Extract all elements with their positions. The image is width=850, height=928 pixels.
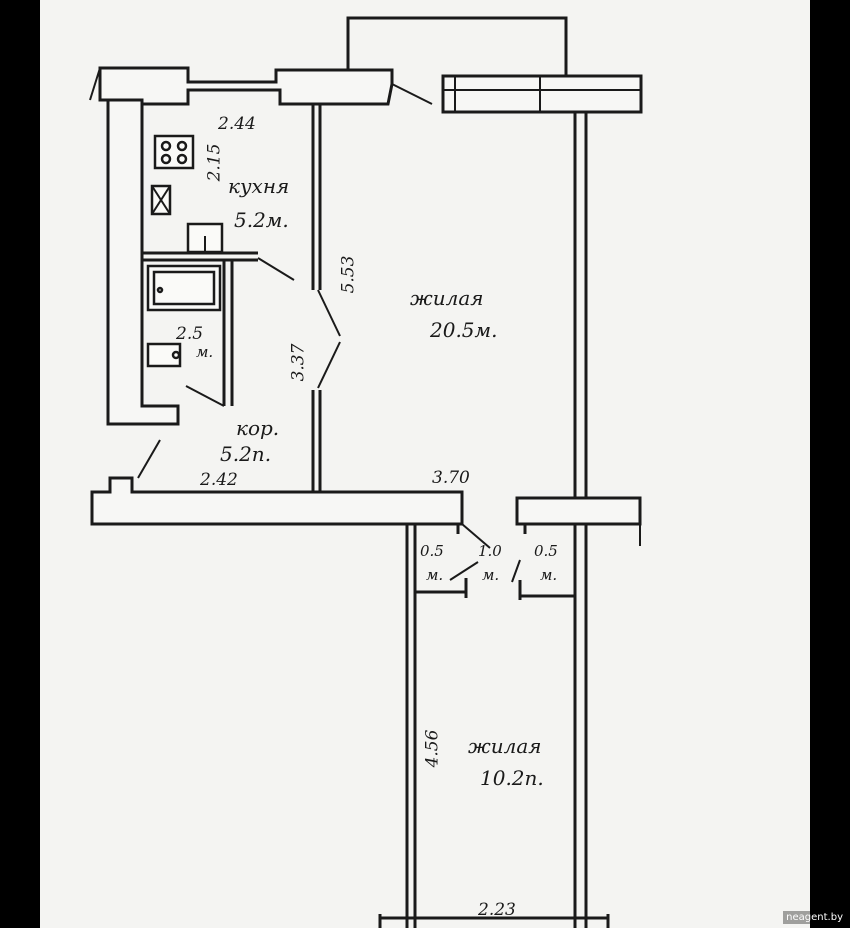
kitchen-width-dimension: 2.44 <box>218 114 256 134</box>
top-wall-left <box>98 66 394 106</box>
left-wall <box>106 98 180 426</box>
living-small-area-label: 10.2п. <box>480 766 544 790</box>
door-swing-lower <box>317 341 341 389</box>
kitchen-door <box>257 257 295 281</box>
living-small-name-label: жилая <box>468 734 542 758</box>
living-small-length-dimension: 4.56 <box>422 729 443 768</box>
entrance-door <box>137 439 161 479</box>
kitchen-depth-dimension: 2.15 <box>204 143 225 182</box>
bathroom-area-value: 2.5 <box>176 324 204 344</box>
kitchen-area-label: 5.2м. <box>234 208 289 232</box>
living-large-length-dimension: 5.53 <box>338 255 359 294</box>
bathtub-icon <box>146 264 222 312</box>
corridor-area-label: 5.2п. <box>220 442 272 466</box>
corridor-length-dimension: 3.37 <box>288 343 309 382</box>
closet-mid-area-unit: м. <box>482 566 500 584</box>
balcony-outline <box>346 16 568 76</box>
watermark: neagent.by <box>783 911 846 924</box>
living-large-area-label: 20.5м. <box>430 318 498 342</box>
living-small-width-dimension: 2.23 <box>478 900 516 920</box>
partition-kitchen-living <box>311 104 341 494</box>
toilet-icon <box>146 342 182 368</box>
corridor-width-dimension: 2.42 <box>200 470 238 490</box>
door-swing-upper <box>317 289 341 337</box>
closet-right-area-unit: м. <box>540 566 558 584</box>
sink-icon <box>186 222 224 254</box>
middle-wall <box>90 476 642 549</box>
closet-right-area-value: 0.5 <box>534 542 558 560</box>
bottom-wall <box>378 914 610 928</box>
living-large-width-dimension: 3.70 <box>432 468 470 488</box>
fridge-icon <box>150 184 172 216</box>
closet-door-mid <box>461 523 491 549</box>
closets <box>405 524 575 928</box>
stove-icon <box>153 134 195 170</box>
corridor-name-label: кор. <box>236 416 280 440</box>
balcony-door <box>391 83 433 105</box>
kitchen-name-label: кухня <box>228 174 290 198</box>
closet-left-area-unit: м. <box>426 566 444 584</box>
top-wall <box>89 66 643 114</box>
top-wall-right <box>441 74 643 114</box>
closet-left-area-value: 0.5 <box>420 542 444 560</box>
bathroom-door <box>185 385 225 407</box>
bathroom-walls <box>185 260 234 407</box>
bathroom-area-unit: м. <box>196 343 214 361</box>
closet-mid-area-value: 1.0 <box>478 542 502 560</box>
living-large-name-label: жилая <box>410 286 484 310</box>
